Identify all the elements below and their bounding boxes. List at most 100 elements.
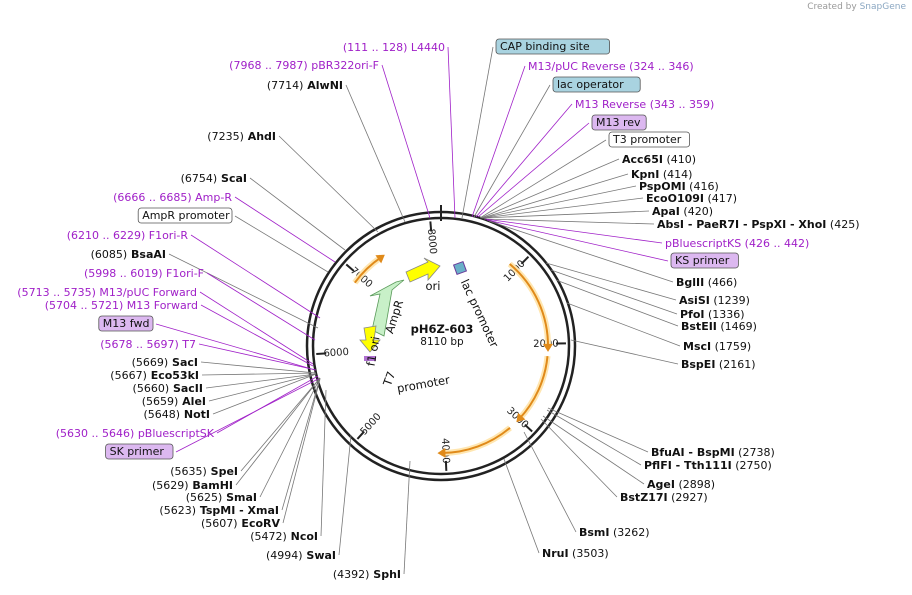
tick-label: 8000: [425, 228, 438, 254]
connector-line: [259, 377, 321, 498]
site-label[interactable]: PfoI (1336): [680, 308, 745, 321]
site-label[interactable]: MscI (1759): [683, 340, 751, 353]
site-label[interactable]: pBluescriptKS (426 .. 442): [665, 237, 809, 250]
site-label[interactable]: (4994) SwaI: [266, 549, 336, 562]
connector-line: [249, 177, 346, 251]
site-label[interactable]: (5630 .. 5646) pBluescriptSK: [56, 427, 215, 440]
site-label[interactable]: PflFI - Tth111I (2750): [644, 459, 772, 472]
site-label[interactable]: (7235) AhdI: [207, 130, 276, 143]
orf-arrowhead: [542, 343, 553, 352]
site-position: F1ori-F: [163, 267, 204, 280]
site-label[interactable]: (7968 .. 7987) pBR322ori-F: [229, 59, 379, 72]
site-position: (2927): [668, 491, 708, 504]
site-label[interactable]: (7714) AlwNI: [267, 79, 343, 92]
site-label[interactable]: (5660) SacII: [133, 382, 203, 395]
site-label[interactable]: (111 .. 128) L4440: [343, 41, 445, 54]
feature-label: promoter: [396, 372, 451, 395]
site-label[interactable]: BstZ17I (2927): [620, 491, 708, 504]
connector-line: [198, 343, 317, 371]
site-text: (5472) NcoI: [250, 530, 318, 543]
connector-line: [200, 304, 314, 367]
site-label[interactable]: BspEI (2161): [681, 358, 756, 371]
connector-line: [550, 269, 678, 315]
site-label[interactable]: (5704 .. 5721) M13 Forward: [45, 299, 198, 312]
connector-line: [475, 103, 573, 218]
site-label[interactable]: (6754) ScaI: [181, 172, 247, 185]
connector-line: [175, 377, 321, 453]
site-label[interactable]: (5623) TspMI - XmaI: [159, 504, 279, 517]
site-label[interactable]: SK primer: [105, 443, 174, 460]
tick-label: 6000: [323, 347, 349, 360]
site-label[interactable]: (5667) Eco53kI: [110, 369, 199, 382]
site-label[interactable]: BstEII (1469): [681, 320, 757, 333]
site-label[interactable]: KpnI (414): [631, 168, 692, 181]
site-label[interactable]: PspOMI (416): [639, 180, 719, 193]
site-text: (5660) SacII: [133, 382, 203, 395]
tick-mark: [316, 352, 327, 355]
site-label[interactable]: Acc65I (410): [622, 153, 696, 166]
site-label[interactable]: M13/pUC Reverse (324 .. 346): [528, 60, 694, 73]
site-position: (4392): [333, 568, 370, 581]
site-text: ApaI (420): [652, 205, 713, 218]
site-position: (1336): [705, 308, 745, 321]
orf-arc-line: [441, 427, 511, 454]
site-position: (466): [704, 276, 737, 289]
orf-arrowhead: [437, 447, 446, 458]
site-text: (5998 .. 6019) F1ori-F: [84, 267, 204, 280]
site-label[interactable]: AsiSI (1239): [679, 294, 750, 307]
connector-line: [168, 253, 319, 329]
connector-line: [240, 377, 321, 472]
site-label[interactable]: M13 rev: [591, 114, 647, 131]
site-label[interactable]: (5678 .. 5697) T7: [100, 338, 196, 351]
feature-label: ori: [426, 279, 441, 293]
site-label[interactable]: (5669) SacI: [132, 356, 198, 369]
site-label[interactable]: (6666 .. 6685) Amp-R: [113, 191, 232, 204]
site-label[interactable]: (4392) SphI: [333, 568, 401, 581]
orf-arc: [516, 355, 551, 422]
ampr-feature: [369, 279, 405, 337]
site-label[interactable]: (5635) SpeI: [170, 465, 238, 478]
site-label[interactable]: (5629) BamHI: [152, 479, 233, 492]
site-position: (417): [704, 192, 737, 205]
feature-box-label: CAP binding site: [500, 40, 590, 53]
site-text: (5669) SacI: [132, 356, 198, 369]
site-label[interactable]: BfuAI - BspMI (2738): [651, 446, 775, 459]
site-label[interactable]: M13 fwd: [98, 315, 154, 332]
site-label[interactable]: KS primer: [670, 252, 739, 269]
site-label[interactable]: BglII (466): [676, 276, 737, 289]
site-position: M13/pUC Forward: [96, 286, 197, 299]
site-label[interactable]: (5607) EcoRV: [201, 517, 280, 530]
connector-line: [208, 373, 317, 402]
site-text: (5629) BamHI: [152, 479, 233, 492]
site-label[interactable]: NruI (3503): [542, 547, 609, 560]
site-label[interactable]: AgeI (2898): [647, 478, 715, 491]
site-label[interactable]: lac operator: [552, 76, 641, 93]
connector-line: [486, 219, 669, 262]
site-label[interactable]: (5625) SmaI: [186, 491, 257, 504]
site-label[interactable]: T3 promoter: [608, 131, 690, 148]
site-label[interactable]: (5648) NotI: [143, 408, 210, 421]
enzyme-name: EcoRV: [238, 517, 281, 530]
site-position: (5667): [110, 369, 147, 382]
site-label[interactable]: (5659) AleI: [142, 395, 206, 408]
site-label[interactable]: (5713 .. 5735) M13/pUC Forward: [17, 286, 197, 299]
site-position: (5704 .. 5721): [45, 299, 124, 312]
site-text: (4392) SphI: [333, 568, 401, 581]
site-position: (5630 .. 5646): [56, 427, 135, 440]
site-label[interactable]: BsmI (3262): [579, 526, 650, 539]
site-label[interactable]: M13 Reverse (343 .. 359): [575, 98, 714, 111]
enzyme-name: BsaAI: [127, 248, 166, 261]
site-label[interactable]: (5472) NcoI: [250, 530, 318, 543]
site-label[interactable]: CAP binding site: [495, 38, 610, 55]
site-label[interactable]: AbsI - PaeR7I - PspXI - XhoI (425): [657, 218, 859, 231]
site-label[interactable]: (6085) BsaAI: [91, 248, 166, 261]
site-label[interactable]: ApaI (420): [652, 205, 713, 218]
site-label[interactable]: EcoO109I (417): [646, 192, 737, 205]
site-label[interactable]: (6210 .. 6229) F1ori-R: [67, 229, 189, 242]
enzyme-name: SpeI: [207, 465, 238, 478]
connector-line: [566, 302, 681, 347]
site-label[interactable]: (5998 .. 6019) F1ori-F: [84, 267, 204, 280]
site-label[interactable]: AmpR promoter: [137, 207, 233, 224]
site-position: (111 .. 128): [343, 41, 408, 54]
enzyme-name: BfuAI - BspMI: [651, 446, 735, 459]
